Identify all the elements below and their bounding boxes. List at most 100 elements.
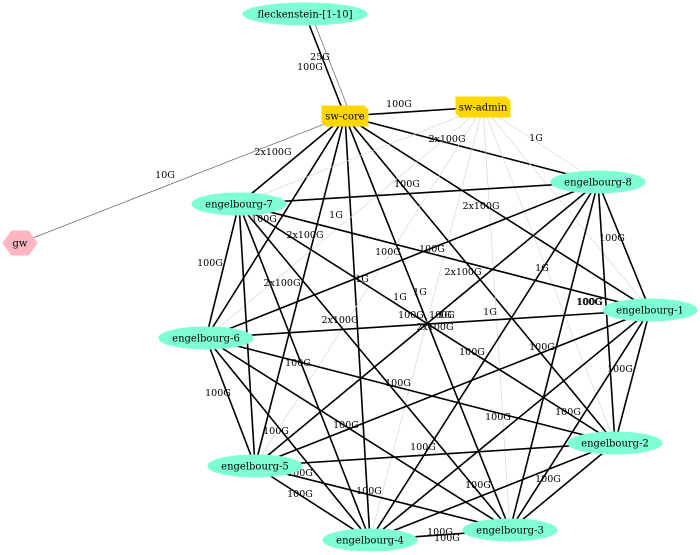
node-shape bbox=[321, 105, 369, 127]
edge-label: 100G bbox=[607, 364, 633, 375]
node-label: engelbourg-8 bbox=[564, 178, 632, 189]
edge-label: 100G bbox=[375, 247, 401, 258]
edge-sw-core-gw bbox=[19, 115, 346, 244]
edge-eb7-eb6 bbox=[205, 203, 240, 339]
edge-label: 25G bbox=[310, 52, 330, 63]
node-label: engelbourg-5 bbox=[221, 462, 289, 473]
node-eb4[interactable]: engelbourg-4 bbox=[322, 528, 418, 552]
node-label: engelbourg-3 bbox=[476, 526, 544, 537]
edge-eb6-eb2 bbox=[205, 337, 616, 444]
edge-eb1-eb6 bbox=[205, 309, 651, 339]
edge-label: 100G bbox=[535, 474, 561, 485]
node-eb5[interactable]: engelbourg-5 bbox=[207, 454, 303, 478]
edge-label: 2x100G bbox=[428, 134, 465, 145]
edge-eb7-eb4 bbox=[238, 203, 371, 541]
edge-sw-admin-eb7 bbox=[238, 106, 484, 205]
node-label: engelbourg-4 bbox=[336, 536, 404, 547]
edge-label: 2x100G bbox=[286, 230, 323, 241]
edge-eb7-eb3 bbox=[238, 203, 511, 531]
edge-eb6-eb4 bbox=[205, 337, 371, 541]
edge-eb2-eb5 bbox=[254, 442, 616, 467]
edge-label: 100G bbox=[429, 310, 455, 321]
edge-label: 2x100G bbox=[263, 278, 300, 289]
edge-label: 2x100G bbox=[254, 147, 291, 158]
node-shape bbox=[322, 528, 418, 552]
node-gw[interactable]: gw bbox=[2, 230, 38, 256]
edge-eb5-eb3 bbox=[254, 465, 511, 531]
edge-label: 100G bbox=[205, 388, 231, 399]
edge-label: 100G bbox=[197, 258, 223, 269]
edge-eb6-eb5 bbox=[205, 337, 256, 467]
edge-label: 100G bbox=[287, 468, 313, 479]
edge-label: 2x100G bbox=[444, 267, 481, 278]
edge-label: 100G bbox=[485, 412, 511, 423]
edge-sw-core-eb7 bbox=[238, 115, 346, 205]
node-shape bbox=[207, 454, 303, 478]
node-label: engelbourg-6 bbox=[172, 334, 240, 345]
edge-eb6-eb3 bbox=[205, 337, 511, 531]
node-sw-admin[interactable]: sw-admin bbox=[455, 96, 511, 118]
node-eb6[interactable]: engelbourg-6 bbox=[158, 326, 254, 350]
edge-label: 1G bbox=[329, 210, 343, 221]
edge-eb5-eb4 bbox=[254, 465, 371, 541]
node-shape bbox=[550, 170, 646, 194]
node-fleckenstein[interactable]: fleckenstein-[1-10] bbox=[242, 2, 368, 26]
edge-label: 100G bbox=[386, 99, 412, 110]
edge-label: 1G bbox=[529, 133, 543, 144]
edge-sw-admin-eb6 bbox=[205, 106, 484, 339]
edge-labels-layer: 100G25G100G10G2x100G2x100G2x100G2x100G2x… bbox=[155, 52, 633, 544]
edge-label: 100G bbox=[398, 310, 424, 321]
edge-label: 1G bbox=[413, 287, 427, 298]
node-shape bbox=[158, 326, 254, 350]
node-eb8[interactable]: engelbourg-8 bbox=[550, 170, 646, 194]
edge-label: 100G bbox=[529, 342, 555, 353]
edge-label: 1G bbox=[393, 292, 407, 303]
node-label: sw-admin bbox=[459, 103, 508, 114]
edge-label: 100G bbox=[599, 233, 625, 244]
edge-sw-core-eb5 bbox=[254, 115, 346, 467]
edge-label: 100G bbox=[297, 62, 323, 73]
edge-label: 100G bbox=[419, 244, 445, 255]
node-eb3[interactable]: engelbourg-3 bbox=[462, 518, 558, 542]
node-label: sw-core bbox=[325, 112, 364, 123]
edge-eb7-eb1 bbox=[238, 203, 651, 311]
node-shape bbox=[191, 192, 287, 216]
edge-eb1-eb2 bbox=[614, 309, 651, 444]
node-shape bbox=[2, 230, 38, 256]
edge-label: 100G bbox=[385, 378, 411, 389]
node-label: engelbourg-2 bbox=[581, 439, 649, 450]
edge-sw-admin-eb8 bbox=[482, 106, 599, 183]
edge-label: 1G bbox=[355, 274, 369, 285]
edge-label: 100G bbox=[263, 426, 289, 437]
edge-label: 100G bbox=[333, 420, 359, 431]
edge-label: 100G bbox=[427, 527, 453, 538]
edge-label: 2x100G bbox=[321, 315, 358, 326]
edge-label: 100G bbox=[434, 533, 460, 544]
node-label: engelbourg-7 bbox=[205, 200, 273, 211]
edge-fleckenstein-sw-core bbox=[304, 13, 346, 117]
node-eb7[interactable]: engelbourg-7 bbox=[191, 192, 287, 216]
edge-label: 2x100G bbox=[462, 201, 499, 212]
edge-eb1-eb3 bbox=[509, 309, 651, 531]
edge-sw-admin-eb3 bbox=[482, 106, 511, 531]
node-shape bbox=[455, 96, 511, 118]
edge-label: 10G bbox=[155, 170, 175, 181]
node-sw-core[interactable]: sw-core bbox=[321, 105, 369, 127]
node-eb2[interactable]: engelbourg-2 bbox=[567, 431, 663, 455]
edge-label: 1G bbox=[483, 307, 497, 318]
edges-layer bbox=[19, 13, 651, 541]
edge-label: 100G bbox=[459, 347, 485, 358]
edge-label: 100G bbox=[394, 179, 420, 190]
node-eb1[interactable]: engelbourg-1 bbox=[602, 298, 698, 322]
node-label: engelbourg-1 bbox=[616, 306, 684, 317]
edge-label: 100G bbox=[465, 480, 491, 491]
edge-label: 100G bbox=[576, 297, 602, 308]
node-shape bbox=[567, 431, 663, 455]
edge-sw-core-eb8 bbox=[344, 115, 599, 183]
edge-label: 1G bbox=[438, 310, 452, 321]
edge-label: 100G bbox=[251, 214, 277, 225]
node-label: fleckenstein-[1-10] bbox=[258, 10, 353, 21]
edge-label: 100G bbox=[555, 407, 581, 418]
